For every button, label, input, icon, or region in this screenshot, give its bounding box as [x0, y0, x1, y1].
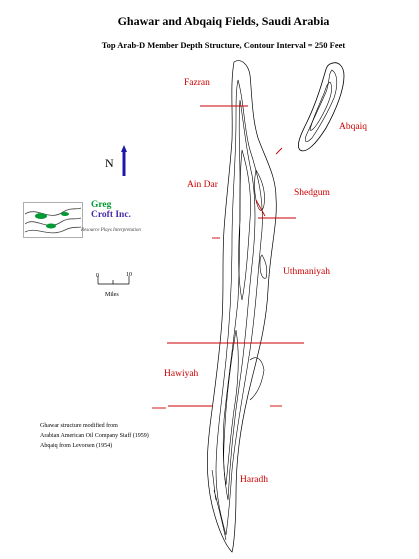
- field-label-haradh: Haradh: [240, 475, 268, 485]
- company-logo: Greg Croft Inc. Resource Plays Interpret…: [23, 200, 173, 240]
- logo-name: Greg: [91, 200, 112, 210]
- ghawar-contour: [238, 149, 251, 301]
- credit-line-3: Abqaiq from Levorsen (1954): [40, 443, 113, 449]
- ghawar-contour: [222, 99, 256, 501]
- logo-tagline: Resource Plays Interpretation: [81, 228, 141, 233]
- ghawar-contour: [215, 79, 263, 536]
- map-title: Ghawar and Abqaiq Fields, Saudi Arabia: [117, 14, 330, 28]
- credit-line-1: Ghawar structure modified from: [40, 423, 118, 429]
- field-boundary-ain-dar: [255, 199, 266, 217]
- north-label: N: [105, 156, 114, 170]
- ghawar-contour: [211, 469, 227, 541]
- abqaiq-contour: [309, 81, 332, 131]
- scale-unit: Miles: [105, 292, 119, 298]
- ghawar-outline: [207, 60, 277, 553]
- ghawar-contour: [254, 169, 265, 211]
- abqaiq-contour: [304, 69, 338, 142]
- ghawar-contour: [249, 357, 265, 401]
- logo-company: Croft Inc.: [91, 210, 131, 220]
- field-label-uthmaniyah: Uthmaniyah: [283, 267, 330, 277]
- field-boundary-abqaiq: [275, 147, 283, 155]
- field-label-abqaiq: Abqaiq: [339, 122, 367, 132]
- field-label-fazran: Fazran: [184, 78, 210, 88]
- scale-bar-icon: [97, 276, 130, 285]
- scale-zero: 0: [96, 273, 99, 279]
- field-label-ain-dar: Ain Dar: [187, 180, 218, 190]
- field-label-hawiyah: Hawiyah: [164, 369, 199, 379]
- field-label-shedgum: Shedgum: [294, 188, 330, 198]
- map-subtitle: Top Arab-D Member Depth Structure, Conto…: [101, 40, 346, 50]
- ghawar-contour: [223, 329, 239, 486]
- north-arrow-icon: [121, 145, 127, 176]
- abqaiq-outline: [298, 62, 345, 152]
- credit-line-2: Arabian American Oil Company Staff (1959…: [40, 433, 149, 439]
- scale-ten: 10: [126, 272, 132, 278]
- ghawar-contour: [259, 254, 268, 279]
- logo-graphic-icon: [23, 202, 83, 238]
